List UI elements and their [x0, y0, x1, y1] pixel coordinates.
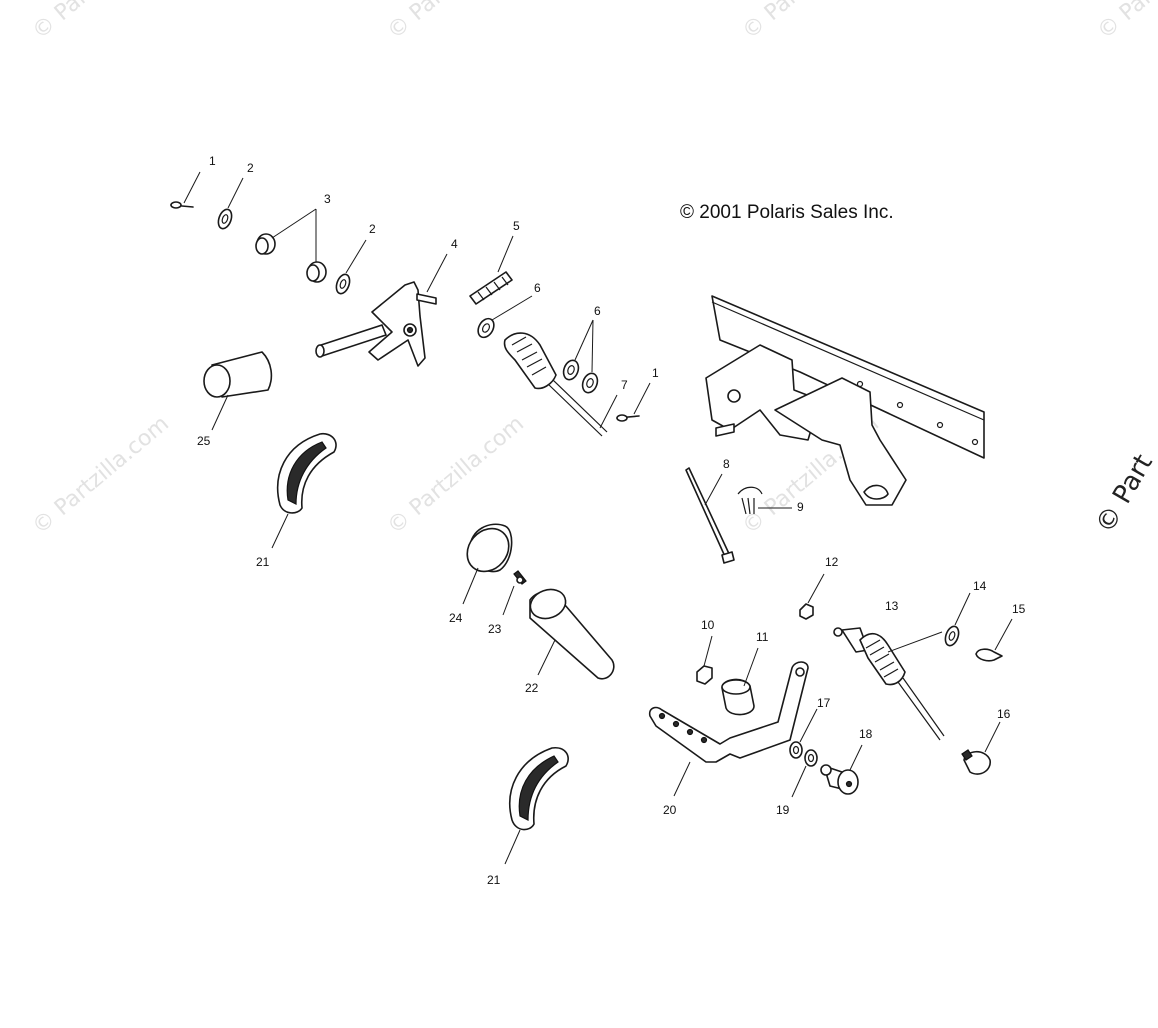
part-6-washer — [477, 295, 533, 339]
part-7-throttle-cable — [503, 332, 618, 437]
part-9-clip — [737, 486, 792, 515]
callout-label: 15 — [1012, 602, 1026, 616]
part-3-bushing — [255, 208, 327, 283]
callout-label: 20 — [663, 803, 677, 817]
part-21-hand-grip — [504, 746, 569, 865]
part-13-brake-cable — [833, 627, 945, 741]
part-23-screw — [502, 570, 527, 616]
watermark-layer: © Partzilla.com © Partzilla.com © Partzi… — [28, 0, 1158, 540]
part-21-hand-grip — [271, 432, 337, 549]
part-6-washer — [562, 319, 599, 394]
part-15-hairpin-clip — [975, 618, 1013, 662]
callout-label: 23 — [488, 622, 502, 636]
callout-label: 3 — [324, 192, 331, 206]
callout-label: 12 — [825, 555, 839, 569]
watermark-text: © Partzilla.com — [1093, 0, 1158, 45]
callout-label: 19 — [776, 803, 790, 817]
callout-label: 14 — [973, 579, 987, 593]
callout-label: 17 — [817, 696, 831, 710]
callout-label: 25 — [197, 434, 211, 448]
callout-label: 8 — [723, 457, 730, 471]
callout-label: 5 — [513, 219, 520, 233]
part-17-washer — [789, 708, 818, 759]
callout-label: 6 — [534, 281, 541, 295]
callout-label: 4 — [451, 237, 458, 251]
callout-labels: 1 2 3 2 4 5 6 6 7 1 8 9 25 21 24 23 22 1… — [197, 154, 1026, 887]
part-1-cotter-pin — [616, 382, 651, 422]
part-5-spring — [469, 235, 514, 305]
callout-label: 21 — [487, 873, 501, 887]
part-19-washer — [791, 749, 818, 798]
part-18-pivot-bolt — [820, 744, 863, 795]
part-2-washer — [335, 239, 367, 295]
callout-label: 13 — [885, 599, 899, 613]
callout-label: 21 — [256, 555, 270, 569]
callout-label: 7 — [621, 378, 628, 392]
callout-label: 11 — [756, 630, 769, 644]
callout-label: 2 — [369, 222, 376, 236]
callout-label: 1 — [209, 154, 216, 168]
callout-label: 22 — [525, 681, 539, 695]
callout-label: 1 — [652, 366, 659, 380]
part-4-pivot-lever — [315, 253, 448, 367]
part-16-cable-clamp — [961, 721, 1001, 775]
callout-label: 6 — [594, 304, 601, 318]
watermark-text: © Partzilla.com — [383, 411, 529, 539]
callout-label: 18 — [859, 727, 873, 741]
callout-label: 24 — [449, 611, 463, 625]
part-20-brake-lever — [648, 661, 809, 797]
part-1-cotter-pin — [170, 171, 201, 209]
edge-watermark-text: © Part — [1090, 449, 1158, 538]
part-24-cap — [462, 523, 513, 605]
part-10-nut — [696, 635, 713, 685]
part-25-brake-knob — [203, 351, 273, 431]
copyright-notice: © 2001 Polaris Sales Inc. — [680, 202, 894, 223]
part-8-rod — [685, 467, 735, 564]
part-14-washer — [944, 592, 971, 647]
frame-assembly — [705, 295, 985, 506]
callout-label: 9 — [797, 500, 804, 514]
callout-label: 10 — [701, 618, 715, 632]
part-11-bumper — [721, 647, 759, 716]
watermark-text: © Partzilla.com — [738, 0, 884, 45]
callout-label: 16 — [997, 707, 1011, 721]
part-22-handle-sleeve — [529, 588, 615, 680]
watermark-text: © Partzilla.com — [383, 0, 529, 45]
part-2-washer — [217, 177, 244, 230]
part-12-nut — [799, 573, 825, 620]
watermark-text: © Partzilla.com — [28, 411, 174, 539]
watermark-text: © Partzilla.com — [28, 0, 174, 45]
callout-label: 2 — [247, 161, 254, 175]
